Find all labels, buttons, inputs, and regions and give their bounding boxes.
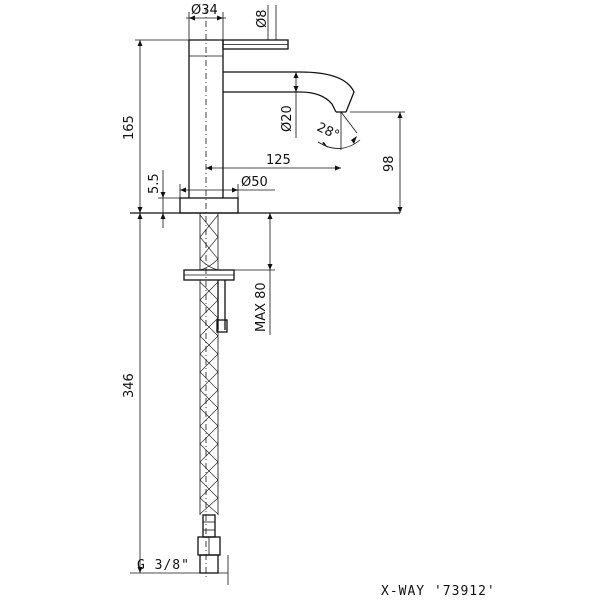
dim-base-diameter: Ø50 xyxy=(179,175,275,198)
spout-diameter-label: Ø20 xyxy=(280,105,295,132)
max-deck-label: MAX 80 xyxy=(254,282,269,332)
dim-total-height: 165 xyxy=(122,39,189,213)
dim-handle-diameter: Ø8 xyxy=(255,5,277,40)
dim-body-diameter: Ø34 xyxy=(186,3,226,40)
total-height-label: 165 xyxy=(122,115,137,140)
faucet-base xyxy=(179,197,239,214)
dim-spout-reach: 125 xyxy=(206,153,341,171)
dim-spout-diameter: Ø20 xyxy=(280,72,299,138)
model-label: X-WAY '73912' xyxy=(381,584,496,599)
dim-spout-height: 98 xyxy=(350,111,405,213)
fixing-nut xyxy=(183,269,235,333)
handle-diameter-label: Ø8 xyxy=(255,9,270,28)
dim-spout-angle: 28° xyxy=(314,111,361,149)
dim-max-deck: MAX 80 xyxy=(234,213,275,335)
base-height-label: 5.5 xyxy=(147,173,162,194)
dim-hose-length: 346 xyxy=(122,212,228,574)
spout-reach-label: 125 xyxy=(266,153,291,168)
faucet-spout xyxy=(223,71,355,150)
spout-height-label: 98 xyxy=(382,155,397,172)
dim-connection: G 3/8" xyxy=(137,555,229,585)
supply-hose xyxy=(199,213,219,515)
faucet-body xyxy=(188,39,289,198)
dim-base-height: 5.5 xyxy=(147,170,180,228)
spout-angle-label: 28° xyxy=(314,120,341,143)
connection-label: G 3/8" xyxy=(137,558,190,573)
hose-length-label: 346 xyxy=(122,373,137,398)
hose-fitting xyxy=(197,514,221,574)
base-diameter-label: Ø50 xyxy=(241,175,268,190)
body-diameter-label: Ø34 xyxy=(191,3,218,18)
